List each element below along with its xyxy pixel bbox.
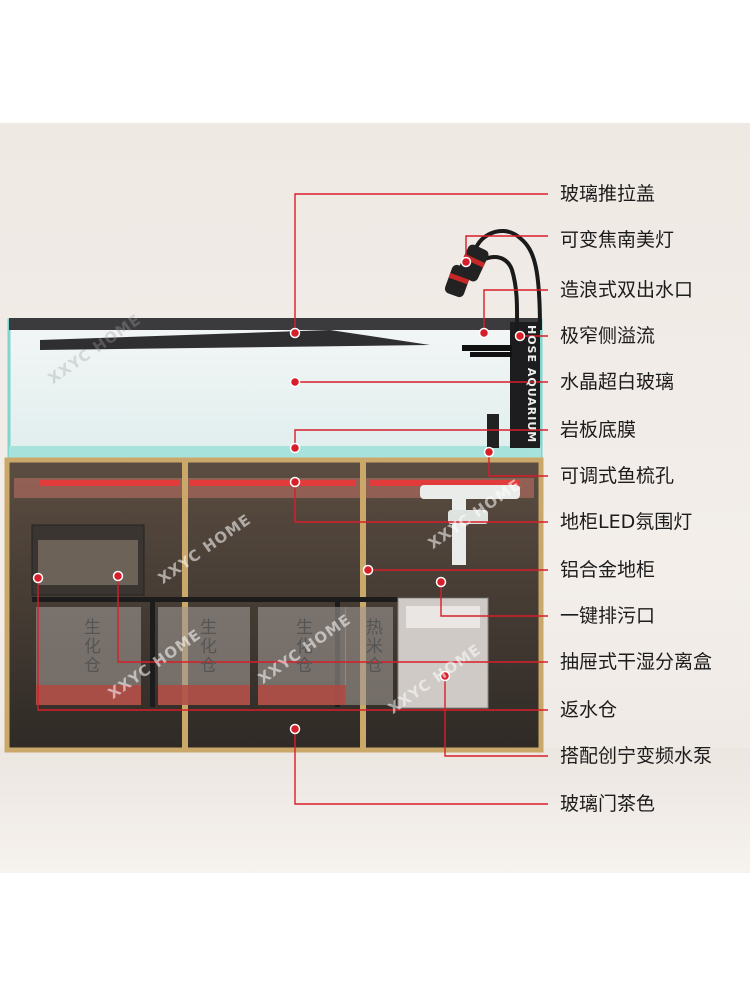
overflow-slot [487, 414, 499, 448]
label-cabinet: 铝合金地柜 [560, 559, 656, 581]
sliding-lid [9, 318, 541, 330]
label-overflow: 极窄侧溢流 [560, 325, 656, 347]
leader-door [294, 729, 548, 805]
bin-label-2: 生化仓 [196, 618, 216, 675]
dot-base-film [289, 442, 301, 454]
bin-base-red-1 [36, 685, 141, 705]
leader-lines [37, 193, 548, 805]
label-return: 返水仓 [560, 699, 618, 721]
led-strip-right [370, 480, 520, 486]
leader-dots [32, 256, 526, 735]
lid-light-strip [40, 330, 430, 350]
bin-base-red-2 [158, 685, 250, 705]
pipe-horizontal [420, 485, 520, 499]
label-lamp: 可变焦南美灯 [560, 229, 675, 251]
side-overflow [510, 322, 540, 448]
brand-text: HOSE AQUARIUM [525, 325, 538, 444]
cabinet-frame-divider-1 [182, 460, 188, 750]
dot-fish-comb [483, 446, 495, 458]
leader-return [37, 578, 548, 711]
leader-led [294, 482, 548, 523]
led-strip-middle [190, 480, 355, 486]
dot-return [32, 572, 44, 584]
bin-label-4: 热米仓 [362, 618, 382, 675]
leader-lamp [465, 235, 548, 262]
leader-glass-lid [294, 193, 548, 333]
dot-drawer [112, 570, 124, 582]
pump-screen [406, 606, 480, 628]
label-crystal-glass: 水晶超白玻璃 [560, 371, 675, 393]
bin-base-red-3 [258, 685, 346, 705]
controller-panel [38, 540, 138, 585]
dot-led [289, 476, 301, 488]
dot-glass-lid [289, 327, 301, 339]
led-strip-left [40, 480, 180, 486]
leader-pump [444, 676, 548, 757]
leader-wave-outlet [483, 289, 548, 333]
label-drawer: 抽屉式干湿分离盒 [560, 651, 713, 673]
floor [0, 748, 750, 873]
rack-top-bar [32, 597, 487, 602]
label-drain: 一键排污口 [560, 605, 656, 627]
cabinet-frame-outer [4, 457, 544, 753]
leader-drain [440, 582, 548, 617]
lamp-neck-1 [472, 229, 542, 331]
dot-cabinet [362, 564, 374, 576]
label-led: 地柜LED氛围灯 [560, 511, 693, 533]
dot-drain [435, 576, 447, 588]
bin-4 [345, 607, 393, 705]
wave-outlet-1 [462, 345, 512, 351]
label-pump: 搭配创宁变频水泵 [560, 745, 713, 767]
label-wave-outlet: 造浪式双出水口 [560, 279, 694, 301]
rack-leg-1 [150, 597, 155, 707]
label-fish-comb: 可调式鱼梳孔 [560, 465, 675, 487]
wave-outlet-2 [470, 352, 512, 357]
label-base-film: 岩板底膜 [560, 419, 637, 441]
dot-overflow [514, 330, 526, 342]
dot-lamp [460, 256, 472, 268]
label-glass-lid: 玻璃推拉盖 [560, 183, 656, 205]
lamp-head-2-band [448, 272, 470, 285]
dot-wave-outlet [478, 327, 490, 339]
leader-drawer [117, 576, 548, 663]
label-door: 玻璃门茶色 [560, 793, 656, 815]
bin-label-1: 生化仓 [80, 618, 100, 675]
leader-fish-comb [488, 452, 548, 477]
tank-base-film [9, 446, 541, 458]
pipe-joint [448, 510, 488, 524]
dot-pump [439, 670, 451, 682]
leader-base-film [294, 429, 548, 448]
bin-label-3: 生化仓 [292, 618, 312, 675]
dot-crystal-glass [289, 376, 301, 388]
dot-door [289, 723, 301, 735]
cabinet-frame-divider-2 [360, 460, 366, 750]
lamp-head-1-band [463, 253, 486, 268]
